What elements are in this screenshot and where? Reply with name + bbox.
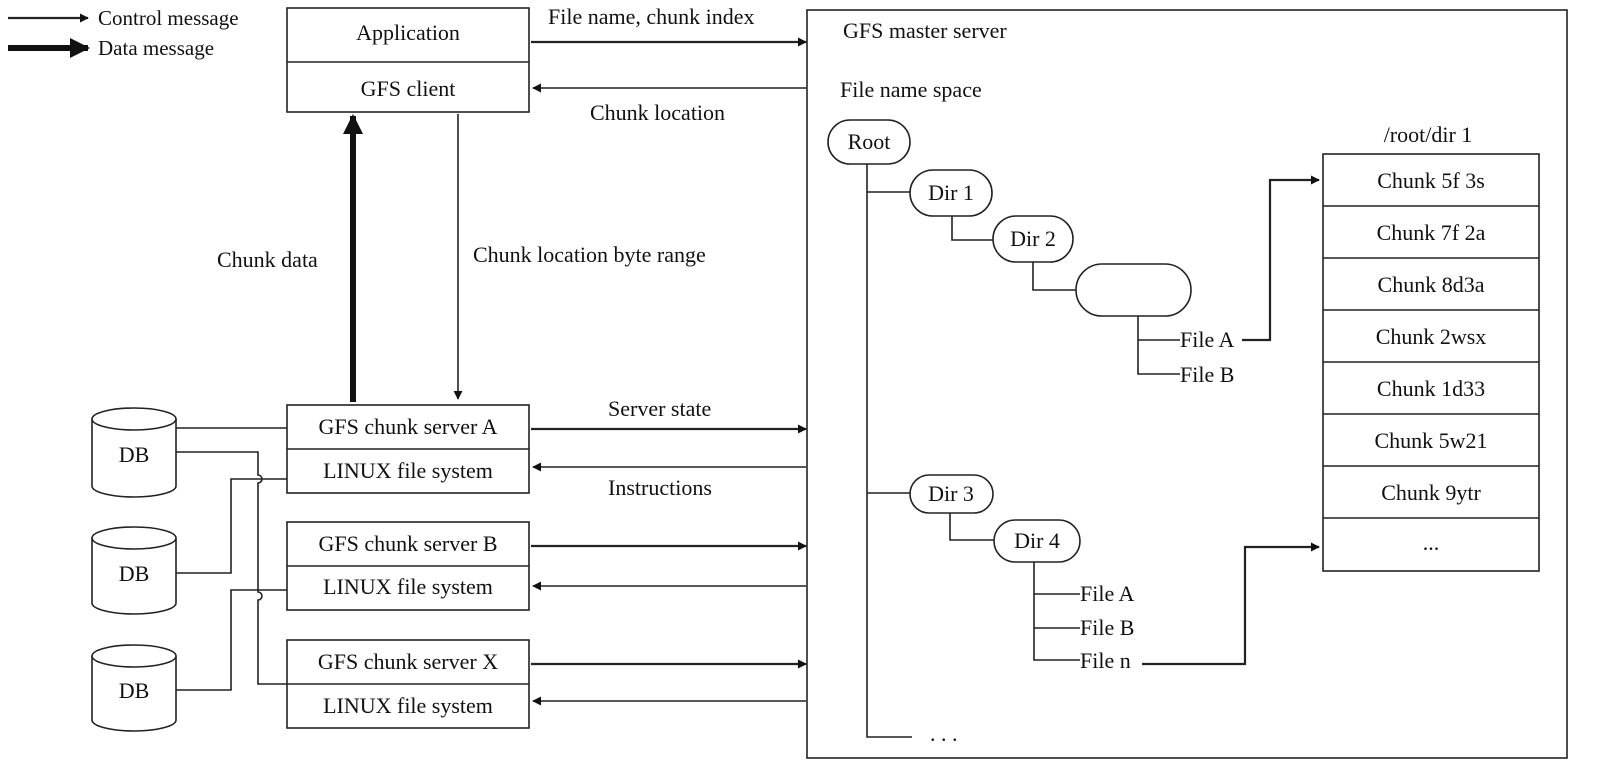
dir4-file-n-label: File n xyxy=(1080,648,1131,673)
gfs-client-label: GFS client xyxy=(361,76,456,101)
chunk-server-b: GFS chunk server B LINUX file system xyxy=(286,521,530,611)
data-message-label: Data message xyxy=(98,36,214,60)
dir3-node: Dir 3 xyxy=(909,474,994,514)
chunk-row: Chunk 1d33 xyxy=(1377,376,1485,401)
root-node: Root xyxy=(827,119,911,165)
legend: Control message Data message xyxy=(8,6,239,60)
namespace-tree-lines xyxy=(866,164,1180,738)
chunk-row: ... xyxy=(1423,530,1440,555)
chunk-server-a: GFS chunk server A LINUX file system xyxy=(286,404,530,494)
instructions-label: Instructions xyxy=(608,475,712,500)
dir1-node-label: Dir 1 xyxy=(928,180,974,205)
file-name-space-label: File name space xyxy=(840,77,982,102)
chunk-location-label: Chunk location xyxy=(590,100,725,125)
control-message-label: Control message xyxy=(98,6,239,30)
dir3-node-label: Dir 3 xyxy=(928,481,974,506)
dir2-node: Dir 2 xyxy=(992,215,1074,263)
dir4-file-a-label: File A xyxy=(1080,581,1135,606)
dir4-file-b-label: File B xyxy=(1080,615,1134,640)
file-name-chunk-index-label: File name, chunk index xyxy=(548,4,755,29)
master-server-panel: GFS master server File name space Root D… xyxy=(806,9,1568,759)
master-server-title: GFS master server xyxy=(843,18,1007,43)
db-cylinder-1: DB xyxy=(91,407,177,498)
db-connections xyxy=(176,427,287,691)
chunk-server-x-fs-label: LINUX file system xyxy=(323,693,493,718)
root-node-label: Root xyxy=(848,129,891,154)
chunk-server-a-label: GFS chunk server A xyxy=(318,414,497,439)
chunk-location-byte-range-label: Chunk location byte range xyxy=(473,242,706,267)
chunk-table: Chunk 5f 3s Chunk 7f 2a Chunk 8d3a Chunk… xyxy=(1322,153,1540,572)
chunk-row: Chunk 9ytr xyxy=(1381,480,1481,505)
chunk-server-a-fs-label: LINUX file system xyxy=(323,458,493,483)
dir1-node: Dir 1 xyxy=(909,169,993,217)
chunk-server-b-label: GFS chunk server B xyxy=(318,531,497,556)
chunk-server-b-fs-label: LINUX file system xyxy=(323,574,493,599)
chunk-row: Chunk 5w21 xyxy=(1374,428,1487,453)
chunk-row: Chunk 2wsx xyxy=(1376,324,1487,349)
client-box: Application GFS client xyxy=(286,7,530,113)
db-label-2: DB xyxy=(119,561,150,586)
db-label-1: DB xyxy=(119,442,150,467)
db-label-3: DB xyxy=(119,678,150,703)
chunk-row: Chunk 7f 2a xyxy=(1377,220,1486,245)
chunk-table-title: /root/dir 1 xyxy=(1384,122,1473,147)
file-n-to-chunk-arrow xyxy=(1142,542,1320,666)
server-state-label: Server state xyxy=(608,396,711,421)
chunk-row: Chunk 8d3a xyxy=(1378,272,1485,297)
application-label: Application xyxy=(356,20,460,45)
dir2-file-b-label: File B xyxy=(1180,362,1234,387)
dir2-node-label: Dir 2 xyxy=(1010,226,1056,251)
chunk-server-x: GFS chunk server X LINUX file system xyxy=(286,639,530,729)
chunk-row: Chunk 5f 3s xyxy=(1377,168,1485,193)
dir2-file-a-label: File A xyxy=(1180,327,1235,352)
db-cylinder-2: DB xyxy=(91,526,177,615)
unnamed-dir-node xyxy=(1075,263,1192,317)
chunk-server-x-label: GFS chunk server X xyxy=(318,649,498,674)
chunk-data-label: Chunk data xyxy=(217,247,318,272)
tree-more-ellipsis: . . . xyxy=(930,721,958,746)
dir4-node-label: Dir 4 xyxy=(1014,528,1060,553)
db-cylinder-3: DB xyxy=(91,644,177,732)
file-a-to-chunk-arrow xyxy=(1242,175,1320,342)
dir4-node: Dir 4 xyxy=(993,519,1081,563)
